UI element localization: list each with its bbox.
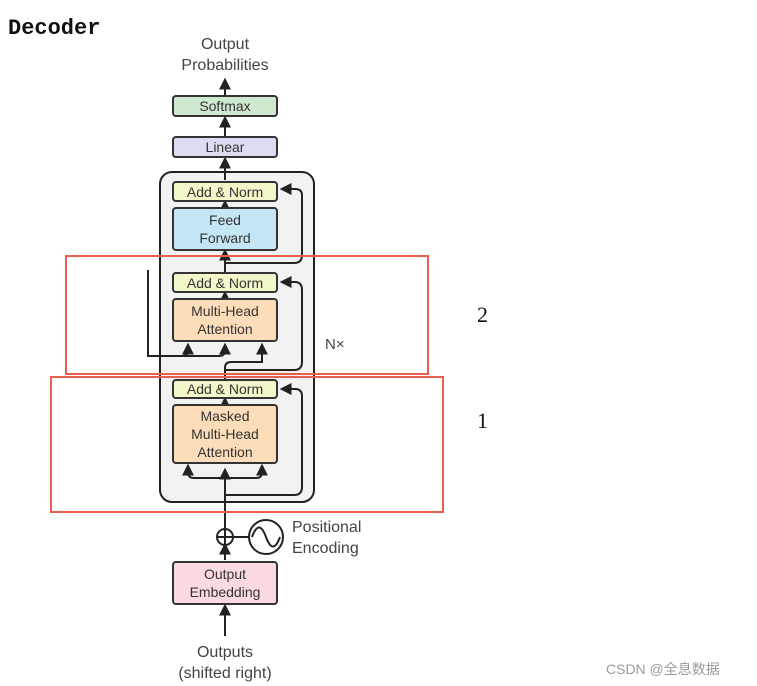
add-norm-middle: Add & Norm xyxy=(172,272,278,293)
softmax-box: Softmax xyxy=(172,95,278,117)
watermark: CSDN @全息数据 xyxy=(606,661,720,677)
feed-forward-box: Feed Forward xyxy=(172,207,278,251)
outputs-shifted-label: Outputs (shifted right) xyxy=(178,644,272,682)
nx-label: N× xyxy=(325,336,345,353)
marker-2: 2 xyxy=(477,302,488,327)
marker-1: 1 xyxy=(477,408,488,433)
positional-encoding-label: Positional Encoding xyxy=(292,519,362,557)
linear-box: Linear xyxy=(172,136,278,158)
diagram-title: Decoder xyxy=(8,16,101,41)
add-norm-bottom: Add & Norm xyxy=(172,379,278,399)
output-embedding-box: Output Embedding xyxy=(172,561,278,605)
add-norm-top: Add & Norm xyxy=(172,181,278,202)
output-probabilities-label: Output Probabilities xyxy=(181,36,269,74)
highlight-box-1 xyxy=(50,376,444,513)
highlight-box-2 xyxy=(65,255,429,375)
masked-attention-box: Masked Multi-Head Attention xyxy=(172,404,278,464)
multi-head-attention-box: Multi-Head Attention xyxy=(172,298,278,342)
